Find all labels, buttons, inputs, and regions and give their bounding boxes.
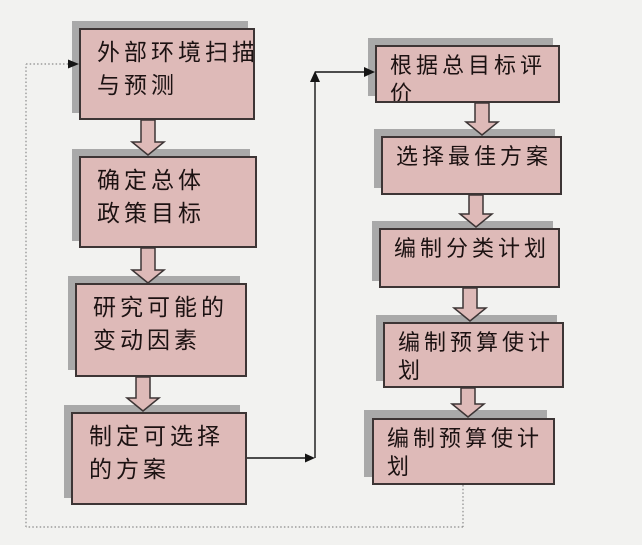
flow-step-budget-plan-1: 编制预算使计 划 — [383, 322, 564, 388]
step-text-line: 划 — [387, 455, 414, 480]
flow-step-classified-plans: 编制分类计划 — [379, 228, 560, 288]
step-text-line: 与预测 — [97, 73, 178, 99]
flow-step-overall-policy-goals: 确定总体 政策目标 — [79, 156, 257, 248]
down-arrow-icon — [129, 119, 167, 156]
step-text-line: 编制分类计划 — [394, 237, 551, 262]
arrowhead-right-icon — [364, 67, 375, 77]
flow-step-evaluate-by-overall-goal: 根据总目标评 价 — [375, 45, 560, 103]
arrowhead-up-icon — [310, 71, 320, 82]
step-text-line: 研究可能的 — [93, 295, 228, 321]
step-text-line: 根据总目标评 — [390, 54, 547, 79]
flow-step-select-best-plan: 选择最佳方案 — [381, 136, 562, 195]
step-text-line: 编制预算使计 — [398, 331, 555, 356]
step-text-line: 制定可选择 — [89, 424, 224, 450]
down-arrow-icon — [129, 247, 167, 284]
forward-connector — [247, 71, 364, 459]
flow-step-alternative-plans: 制定可选择 的方案 — [71, 412, 247, 505]
step-text-line: 编制预算使计 — [387, 427, 544, 452]
step-text-line: 确定总体 — [97, 168, 205, 194]
arrowhead-right-icon — [305, 453, 315, 463]
flow-step-possible-variable-factors: 研究可能的 变动因素 — [75, 283, 247, 377]
step-text-line: 变动因素 — [93, 328, 201, 354]
step-text-line: 政策目标 — [97, 201, 205, 227]
down-arrow-icon — [463, 102, 501, 136]
step-text-line: 外部环境扫描 — [97, 40, 255, 66]
step-text-line: 价 — [390, 82, 417, 103]
down-arrow-icon — [449, 387, 487, 418]
step-text-line: 划 — [398, 359, 425, 384]
step-text-line: 的方案 — [89, 457, 170, 483]
arrowhead-right-icon — [68, 59, 79, 69]
down-arrow-icon — [457, 194, 495, 228]
flow-step-budget-plan-2: 编制预算使计 划 — [372, 418, 555, 485]
down-arrow-icon — [124, 376, 162, 412]
down-arrow-icon — [451, 287, 489, 322]
step-text-line: 选择最佳方案 — [396, 145, 553, 170]
flow-step-external-environment-scan: 外部环境扫描 与预测 — [79, 28, 255, 120]
